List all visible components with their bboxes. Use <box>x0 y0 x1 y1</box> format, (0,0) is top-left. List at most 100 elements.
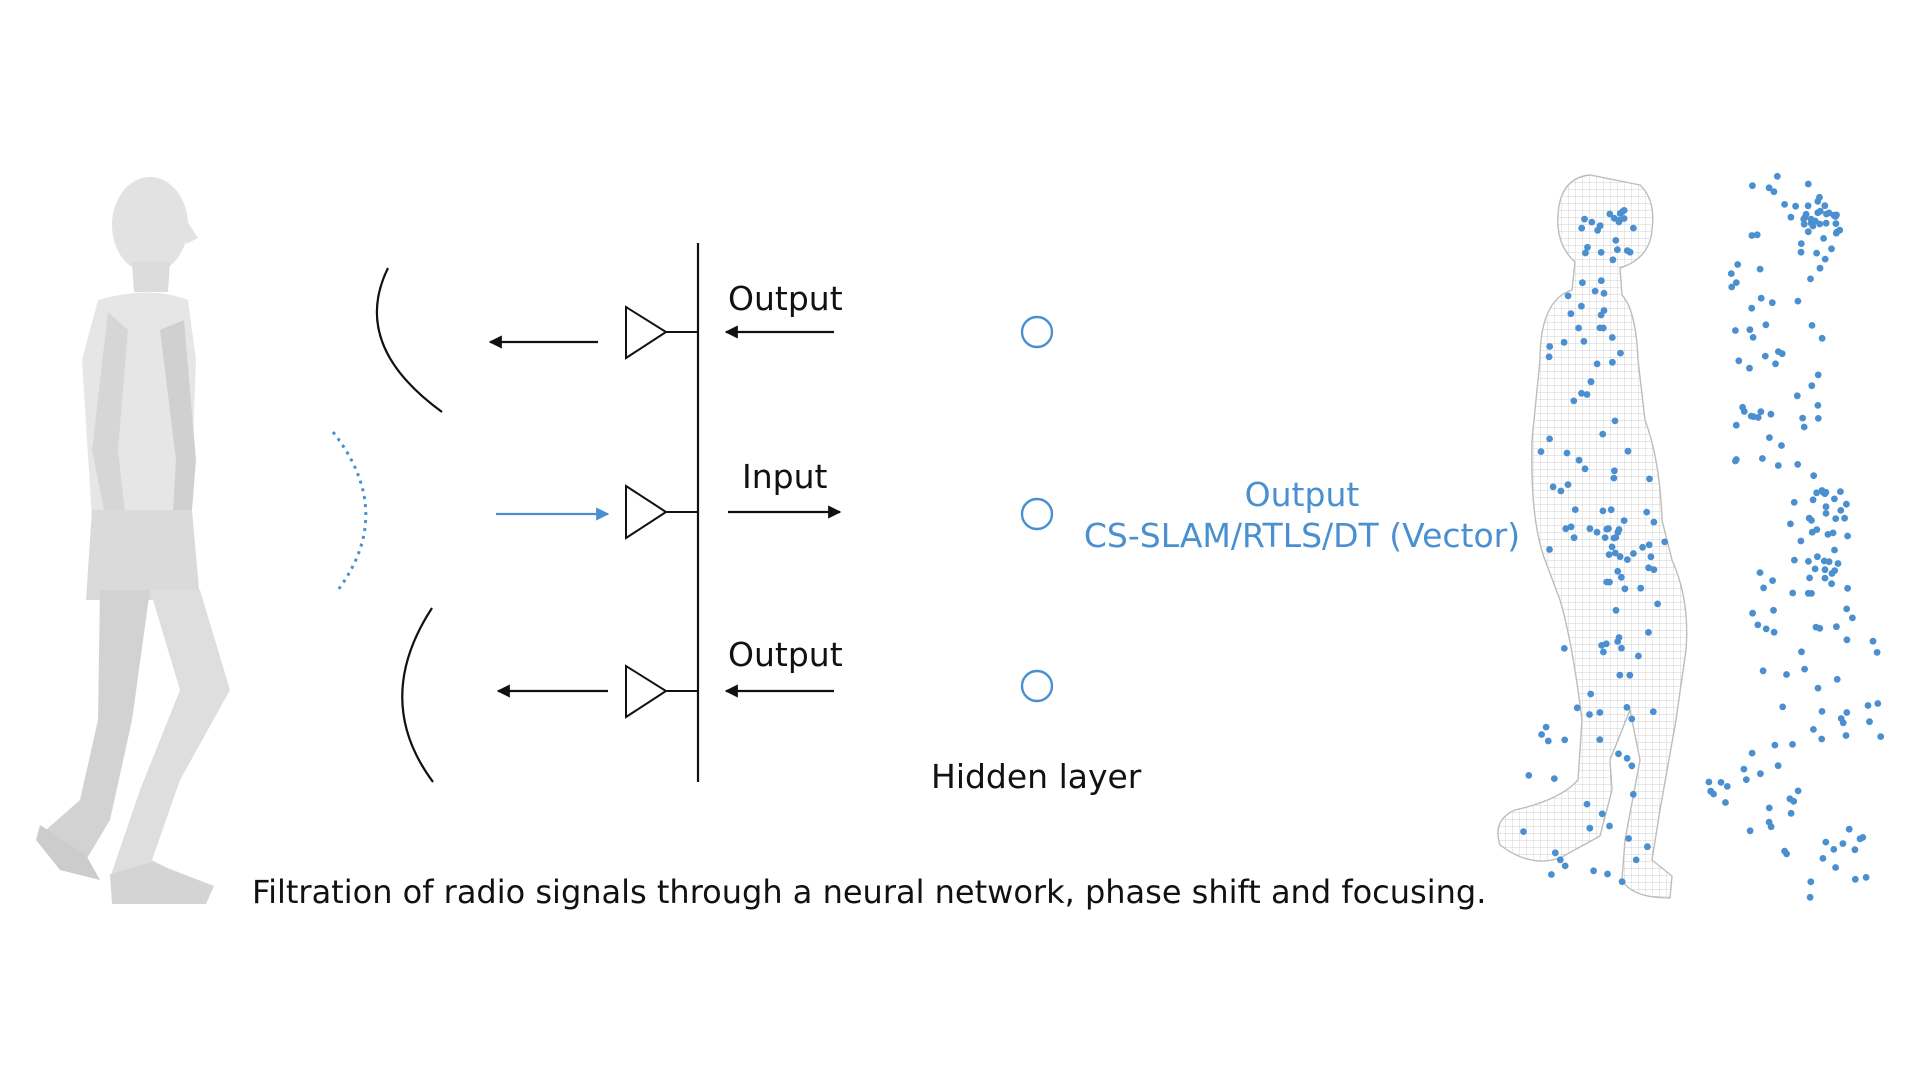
cloud-point <box>1837 507 1845 514</box>
cloud-point <box>1739 403 1746 411</box>
vector-output-line2: CS-SLAM/RTLS/DT (Vector) <box>1083 516 1521 555</box>
body-point <box>1538 731 1545 738</box>
body-point <box>1616 671 1624 679</box>
cloud-point <box>1828 580 1835 588</box>
cloud-point <box>1799 414 1806 422</box>
cloud-point <box>1837 488 1844 495</box>
body-point <box>1628 762 1636 770</box>
body-point <box>1591 287 1599 295</box>
body-point <box>1630 550 1637 557</box>
amplifier-top <box>625 305 698 360</box>
cloud-point <box>1768 299 1776 307</box>
wireframe-body-points <box>1520 207 1669 886</box>
cloud-point <box>1705 778 1713 786</box>
body-point <box>1625 835 1632 842</box>
body-point <box>1624 556 1631 563</box>
cloud-point <box>1804 202 1812 210</box>
wave-arc-middle-dotted <box>331 431 368 591</box>
body-point <box>1563 449 1571 457</box>
cloud-point <box>1727 270 1735 277</box>
wave-arc-bottom <box>401 607 434 783</box>
amplifier-bottom <box>625 664 698 719</box>
cloud-point <box>1823 210 1830 218</box>
body-point <box>1609 256 1617 264</box>
body-point <box>1560 338 1568 346</box>
cloud-point <box>1746 364 1753 372</box>
body-point <box>1564 481 1572 488</box>
cloud-point <box>1821 566 1829 574</box>
cloud-point <box>1748 232 1756 239</box>
cloud-point <box>1794 297 1802 305</box>
body-point <box>1561 736 1569 744</box>
body-point <box>1542 723 1550 731</box>
cloud-point <box>1805 558 1812 565</box>
body-point <box>1597 277 1605 285</box>
body-point <box>1606 822 1613 830</box>
cloud-point <box>1816 193 1823 201</box>
cloud-point <box>1734 261 1742 268</box>
cloud-point <box>1770 188 1778 196</box>
body-point <box>1616 553 1624 561</box>
cloud-point <box>1808 590 1815 597</box>
cloud-point <box>1732 421 1740 429</box>
cloud-point <box>1844 532 1851 540</box>
cloud-point <box>1793 392 1801 400</box>
cloud-point <box>1789 741 1796 748</box>
cloud-point <box>1816 624 1824 632</box>
cloud-point <box>1749 334 1757 341</box>
cloud-point <box>1810 472 1818 479</box>
wireframe-human-body <box>1497 174 1688 899</box>
cloud-point <box>1844 584 1851 592</box>
cloud-point <box>1760 584 1767 592</box>
body-point <box>1608 334 1616 341</box>
body-point <box>1578 224 1586 232</box>
body-point <box>1645 629 1652 636</box>
cloud-point <box>1801 665 1808 673</box>
body-point <box>1575 456 1583 464</box>
cloud-point <box>1849 614 1856 622</box>
cloud-point <box>1772 360 1779 368</box>
cloud-point <box>1825 558 1833 566</box>
body-point <box>1581 465 1589 473</box>
body-point <box>1549 483 1557 491</box>
cloud-point <box>1821 202 1829 210</box>
cloud-point <box>1722 799 1729 806</box>
cloud-point <box>1746 827 1754 835</box>
body-point <box>1583 800 1591 808</box>
vector-output-line1: Output <box>1244 475 1360 514</box>
cloud-point <box>1765 818 1773 826</box>
body-point <box>1593 528 1601 536</box>
body-point <box>1614 567 1622 575</box>
cloud-point <box>1717 779 1725 786</box>
body-point <box>1647 553 1655 561</box>
point-cloud <box>1705 172 1885 901</box>
cloud-point <box>1732 279 1740 286</box>
body-point <box>1596 736 1604 743</box>
body-point <box>1618 878 1626 886</box>
cloud-point <box>1759 667 1767 675</box>
hidden-layer-label: Hidden layer <box>931 757 1142 796</box>
cloud-point <box>1723 783 1731 790</box>
cloud-point <box>1831 495 1838 503</box>
body-point <box>1615 634 1623 641</box>
input-label: Input <box>742 457 828 496</box>
body-point <box>1537 448 1545 455</box>
caption: Filtration of radio signals through a ne… <box>252 873 1487 911</box>
body-point <box>1645 564 1653 572</box>
cloud-point <box>1770 628 1778 636</box>
cloud-point <box>1771 741 1779 749</box>
cloud-point <box>1813 526 1821 533</box>
cloud-point <box>1845 825 1853 833</box>
cloud-point <box>1783 671 1790 678</box>
body-point <box>1579 279 1586 287</box>
body-point <box>1586 824 1594 832</box>
body-point <box>1556 856 1564 864</box>
cloud-point <box>1787 213 1795 221</box>
cloud-point <box>1766 434 1773 441</box>
body-point <box>1546 546 1553 553</box>
body-point <box>1615 750 1622 758</box>
body-point <box>1620 517 1628 524</box>
body-point <box>1624 447 1632 455</box>
body-point <box>1610 214 1618 222</box>
body-point <box>1601 534 1609 541</box>
